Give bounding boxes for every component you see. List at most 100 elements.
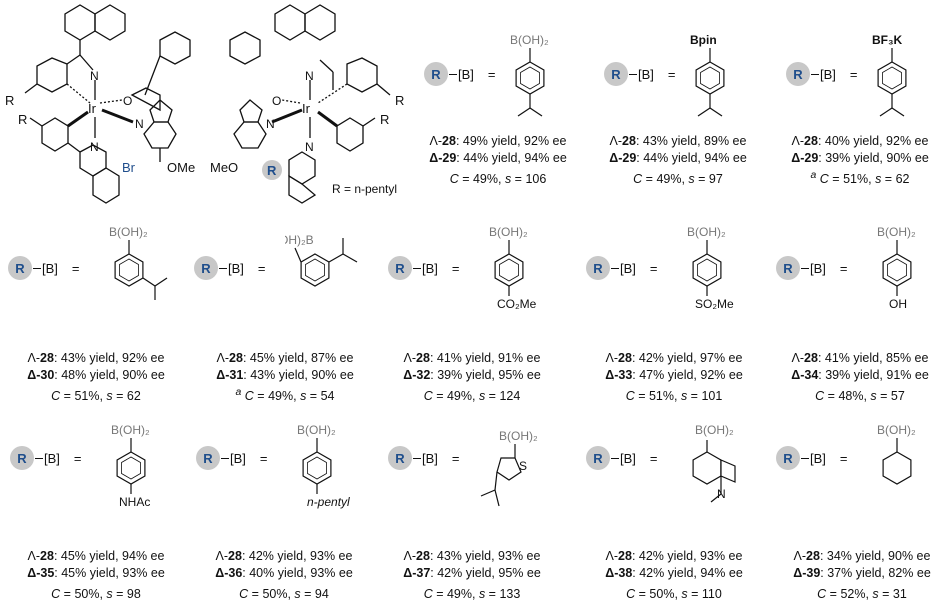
conversion-selectivity: C = 50%, s = 94 [239, 587, 329, 602]
yield-ee: : 39% yield, 90% ee [818, 151, 929, 165]
compound-number: 28 [442, 134, 456, 148]
bond-line [801, 267, 809, 269]
isomer-symbol: Λ- [793, 549, 807, 563]
lambda-result: Λ-28: 43% yield, 92% ee [6, 350, 186, 367]
r-boron-reagent: R[B]= [194, 256, 266, 280]
selectivity-value: 54 [320, 389, 335, 404]
compound-number: 37 [416, 566, 431, 580]
boron-group-label: B(OH)₂ [695, 423, 734, 437]
conversion-selectivity: a C = 49%, s = 54 [235, 387, 335, 404]
bond-line [449, 73, 457, 75]
isomer-symbol: Δ- [27, 566, 41, 580]
r-circle-icon: R [786, 62, 810, 86]
substrate-structure: B(OH)₂ [877, 423, 916, 485]
compound-number: 34 [804, 368, 819, 382]
equals-sign: = [259, 450, 268, 466]
r-boron-reagent: R[B]= [10, 446, 82, 470]
equals-sign: = [839, 450, 848, 466]
lambda-result: Λ-28: 42% yield, 93% ee [584, 548, 764, 565]
substrate-structure: B(OH)₂OH [877, 225, 916, 311]
r-circle-icon: R [604, 62, 628, 86]
lambda-result: Λ-28: 42% yield, 97% ee [584, 350, 764, 367]
boron-placeholder: [B] [820, 66, 836, 82]
yield-ee: : 43% yield, 89% ee [635, 134, 747, 148]
results: Λ-28: 40% yield, 92% ee Δ-29: 39% yield,… [770, 133, 944, 188]
left-complex [24, 4, 191, 204]
yield-ee: : 42% yield, 97% ee [631, 351, 743, 365]
compound-number: 31 [229, 368, 244, 382]
r-label: R [17, 450, 27, 466]
r-label: R [5, 93, 14, 108]
isomer-symbol: Λ- [403, 351, 417, 365]
boron-group-label: Bpin [690, 33, 717, 47]
boron-placeholder: [B] [44, 450, 60, 466]
conversion-selectivity: C = 52%, s = 31 [817, 587, 907, 602]
r-boron-reagent: R[B]= [196, 446, 268, 470]
conversion-selectivity: C = 49%, s = 97 [633, 172, 723, 187]
r-definition: R = n-pentyl [332, 182, 397, 196]
compound-number: 28 [229, 351, 243, 365]
isomer-symbol: Λ- [27, 549, 41, 563]
yield-ee: : 43% yield, 93% ee [429, 549, 541, 563]
substrate-entry: R[B]=B(OH)₂ Λ-28: 34% yield, 90% ee Δ-39… [772, 398, 944, 601]
boron-placeholder: [B] [422, 450, 438, 466]
nitrogen-label: N [90, 69, 99, 83]
results: Λ-28: 41% yield, 85% ee Δ-34: 39% yield,… [770, 350, 944, 405]
yield-ee: : 42% yield, 93% ee [631, 549, 743, 563]
isomer-symbol: Λ- [429, 134, 443, 148]
bond-line [35, 457, 43, 459]
r-label: R [793, 66, 803, 82]
substrate-entry: R[B]=(OH)₂B Λ-28: 45% yield, 87% ee Δ-31… [190, 200, 370, 403]
isomer-symbol: Λ- [216, 351, 230, 365]
isomer-symbol: Λ- [403, 549, 417, 563]
yield-ee: : 48% yield, 90% ee [54, 368, 165, 382]
bond-line [33, 267, 41, 269]
equals-sign: = [451, 450, 460, 466]
right-complex [229, 4, 391, 204]
isomer-symbol: Δ- [216, 368, 230, 382]
yield-ee: : 45% yield, 87% ee [242, 351, 354, 365]
yield-ee: : 45% yield, 93% ee [54, 566, 165, 580]
selectivity-value: 62 [126, 389, 141, 404]
conversion-value: 49% [446, 587, 472, 602]
compound-number: 39 [806, 566, 821, 580]
substituent-label: NHAc [119, 495, 150, 509]
substituent-label: S [519, 459, 527, 473]
conversion-selectivity: C = 49%, s = 106 [449, 172, 547, 187]
lambda-result: Λ-28: 41% yield, 91% ee [382, 350, 562, 367]
compound-number: 28 [416, 351, 430, 365]
equals-sign: = [649, 450, 658, 466]
boron-group-label: B(OH)₂ [877, 423, 916, 437]
substrate-structure: B(OH)₂S [480, 429, 538, 507]
r-boron-reagent: R[B]= [776, 256, 848, 280]
delta-result: Δ-34: 39% yield, 91% ee [770, 367, 944, 384]
methoxy-label: OMe [167, 160, 195, 175]
r-label: R [395, 260, 405, 276]
yield-ee: : 39% yield, 95% ee [430, 368, 541, 382]
bond-line [629, 73, 637, 75]
compound-number: 30 [40, 368, 55, 382]
conversion-selectivity: C = 50%, s = 98 [51, 587, 141, 602]
compound-number: 28 [40, 549, 54, 563]
substrate-structure: BF₃K [872, 33, 907, 117]
bond-line [219, 267, 227, 269]
bond-line [221, 457, 229, 459]
lambda-result: Λ-28: 42% yield, 93% ee [194, 548, 374, 565]
selectivity-value: 98 [126, 587, 141, 602]
compound-number: 36 [228, 566, 243, 580]
selectivity-value: 62 [895, 172, 910, 187]
conversion-selectivity: C = 51%, s = 62 [51, 389, 141, 404]
conversion-value: 51% [74, 389, 100, 404]
yield-ee: : 37% yield, 82% ee [820, 566, 931, 580]
footnote-mark: a [810, 170, 817, 181]
isomer-symbol: Δ- [605, 566, 619, 580]
compound-number: 29 [804, 151, 819, 165]
boron-placeholder: [B] [810, 260, 826, 276]
yield-ee: : 41% yield, 85% ee [817, 351, 929, 365]
r-circle-icon: R [776, 256, 800, 280]
delta-result: Δ-36: 40% yield, 93% ee [194, 565, 374, 582]
